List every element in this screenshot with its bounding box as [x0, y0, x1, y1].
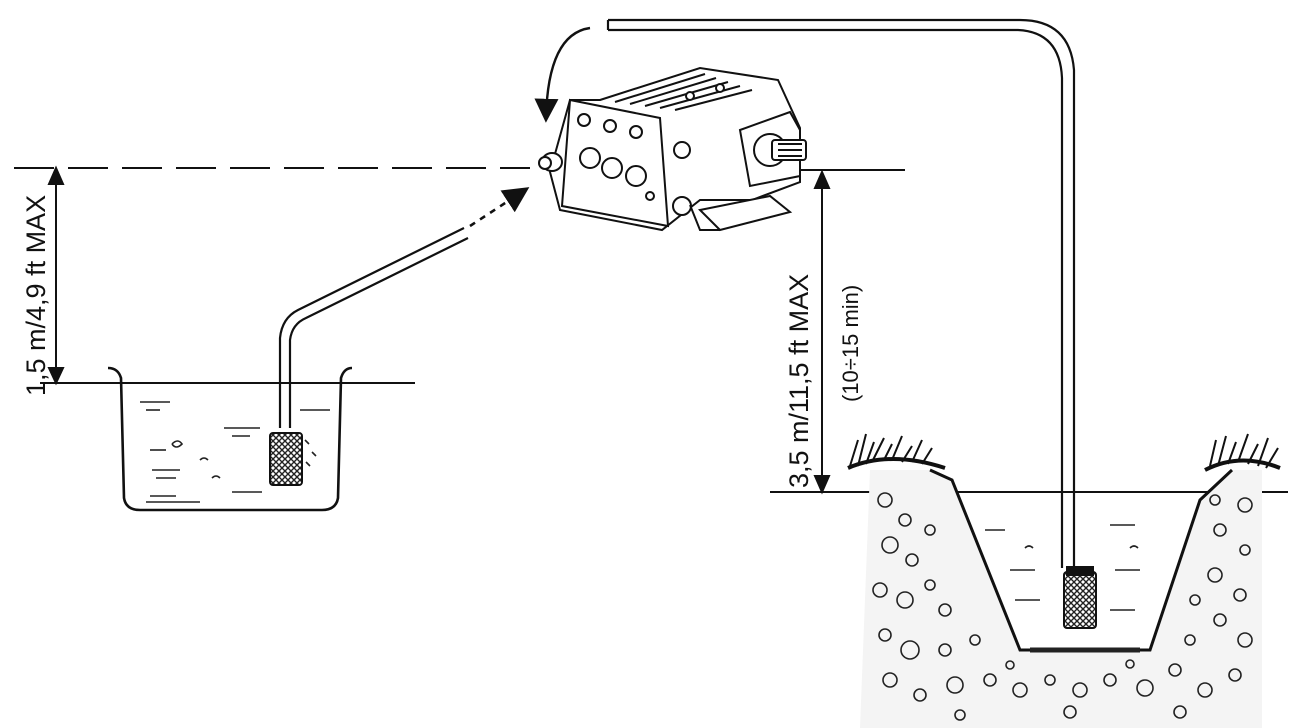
grass-tufts: [847, 433, 1281, 472]
lift-note-label: (10÷15 min): [838, 285, 863, 402]
reference-lines: [14, 167, 1288, 493]
lift-head-label: 3,5 m/11,5 ft MAX: [784, 274, 814, 488]
tank-head-label: 1,5 m/4,9 ft MAX: [21, 195, 51, 396]
pit-soil: [860, 470, 1262, 728]
tank-head-dimension: [47, 165, 65, 386]
strainer-right-cap: [1066, 566, 1094, 576]
suction-hose-left: [278, 227, 469, 428]
tank-water-texture: [140, 401, 330, 503]
water-tank: [107, 366, 353, 512]
soil-pebbles: [872, 492, 1253, 721]
inflow-curved-arrow: [534, 26, 591, 123]
strainer-left-icon: [269, 432, 303, 486]
suction-pipe-right: [606, 18, 1076, 568]
lift-head-dimension: [813, 169, 831, 495]
suction-flow-arrow: [469, 187, 530, 228]
strainer-right-icon: [1063, 571, 1097, 629]
pit-water-texture: [985, 524, 1140, 653]
well-pit: [847, 433, 1281, 728]
pump-icon: [538, 66, 807, 232]
